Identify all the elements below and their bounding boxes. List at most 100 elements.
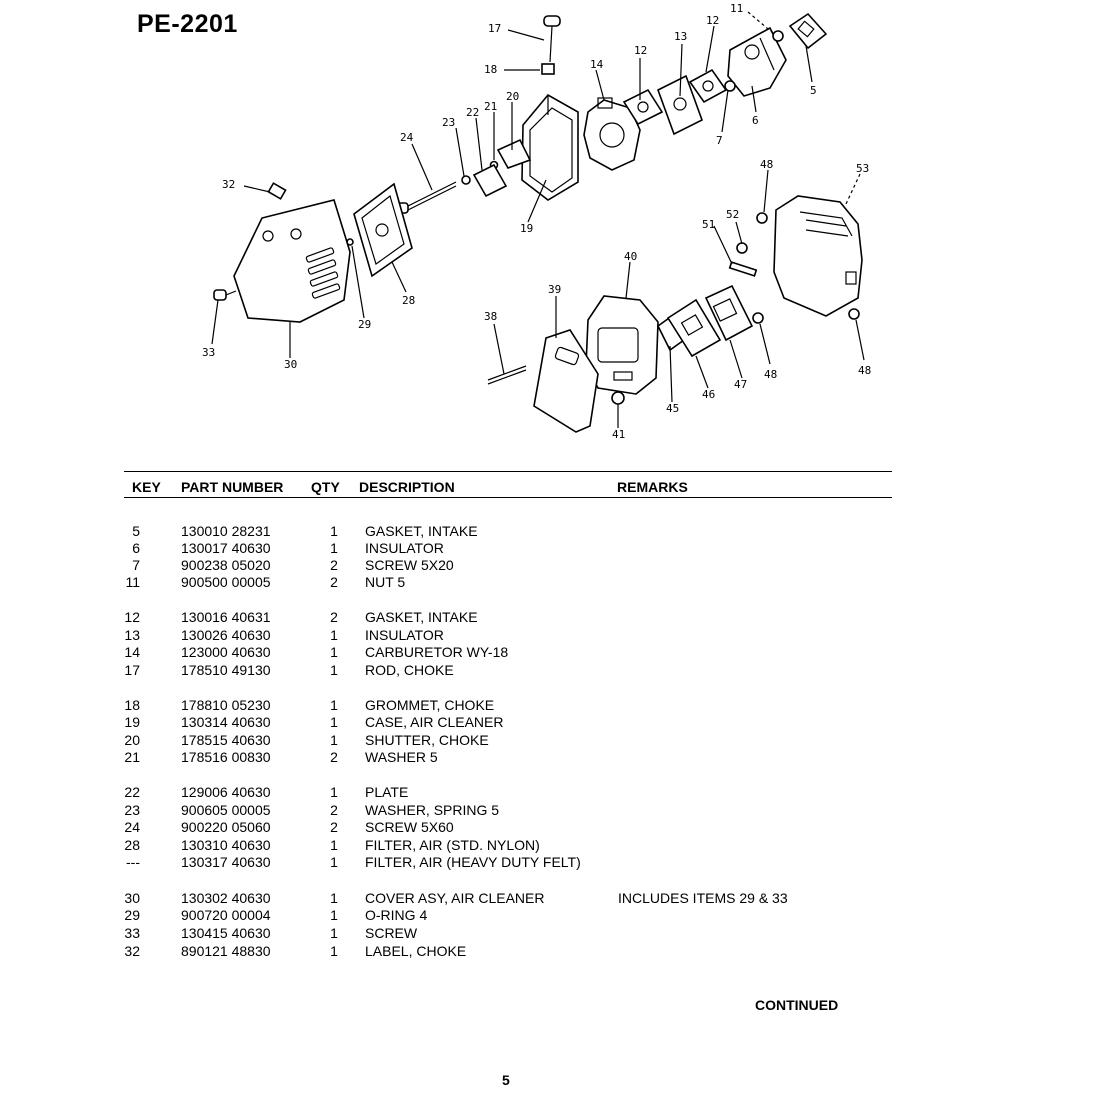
gasket-5-drawing <box>788 12 828 50</box>
cell-qty: 1 <box>330 732 338 748</box>
cell-part-number: 130314 40630 <box>181 714 271 730</box>
cell-description: GROMMET, CHOKE <box>365 697 495 713</box>
plate-47-drawing <box>704 284 754 342</box>
table-top-rule <box>124 471 892 472</box>
cell-qty: 1 <box>330 627 338 643</box>
cell-part-number: 178810 05230 <box>181 697 271 713</box>
callout-label: 41 <box>612 428 625 441</box>
cell-key: 22 <box>124 784 140 800</box>
cell-description: SHUTTER, CHOKE <box>365 732 489 748</box>
cell-part-number: 900238 05020 <box>181 557 271 573</box>
cell-key: 11 <box>125 574 140 590</box>
cell-key: 18 <box>124 697 140 713</box>
air-filter-28-drawing <box>353 182 413 278</box>
callout-label: 6 <box>752 114 759 127</box>
cell-description: SCREW 5X60 <box>365 819 454 835</box>
cell-qty: 1 <box>330 890 338 906</box>
cell-key: 17 <box>124 662 140 678</box>
callout-label: 20 <box>506 90 519 103</box>
cell-key: 28 <box>124 837 140 853</box>
screw-33-drawing <box>213 289 237 301</box>
cell-description: INSULATOR <box>365 627 444 643</box>
cell-description: WASHER, SPRING 5 <box>365 802 500 818</box>
callout-label: 38 <box>484 310 497 323</box>
callout-label: 32 <box>222 178 235 191</box>
cell-key: 24 <box>124 819 140 835</box>
table-header-rule <box>124 497 892 498</box>
cell-qty: 1 <box>330 523 338 539</box>
muffler-cover-39-drawing <box>533 329 599 433</box>
callout-label: 52 <box>726 208 739 221</box>
screw-7-drawing <box>724 80 736 92</box>
page-number: 5 <box>502 1072 510 1088</box>
callout-labels: 17 18 20 21 22 23 24 19 14 13 12 12 11 5… <box>202 2 871 441</box>
cell-part-number: 130310 40630 <box>181 837 271 853</box>
cell-key: 7 <box>132 557 140 573</box>
header-qty: QTY <box>311 479 340 495</box>
callout-label: 14 <box>590 58 604 71</box>
callout-label: 24 <box>400 131 414 144</box>
callout-label: 17 <box>488 22 501 35</box>
continued-label: CONTINUED <box>755 997 839 1013</box>
callout-label: 46 <box>702 388 715 401</box>
cell-description: O-RING 4 <box>365 907 428 923</box>
callout-label: 33 <box>202 346 215 359</box>
cell-qty: 1 <box>330 697 338 713</box>
cell-key: 19 <box>124 714 140 730</box>
callout-label: 13 <box>674 30 687 43</box>
page-title: PE-2201 <box>137 10 238 38</box>
callout-label: 28 <box>402 294 415 307</box>
callout-label: 7 <box>716 134 723 147</box>
cell-description: GASKET, INTAKE <box>365 523 478 539</box>
plate-22-drawing <box>472 163 508 198</box>
callout-label: 18 <box>484 63 497 76</box>
cell-description: CARBURETOR WY-18 <box>365 644 509 660</box>
callout-label: 21 <box>484 100 497 113</box>
nut-52-drawing <box>736 242 748 254</box>
table-row: 18 178810 05230 1 GROMMET, CHOKE <box>0 697 1100 714</box>
screw-48-middle-drawing <box>752 312 764 324</box>
callout-label: 12 <box>706 14 719 27</box>
cell-key: 23 <box>124 802 140 818</box>
cell-key: 14 <box>124 644 140 660</box>
callout-label: 19 <box>520 222 533 235</box>
cell-qty: 1 <box>330 943 338 959</box>
callout-label: 53 <box>856 162 869 175</box>
cell-part-number: 130016 40631 <box>181 609 271 625</box>
cell-part-number: 130302 40630 <box>181 890 271 906</box>
header-key: KEY <box>132 479 161 495</box>
cell-qty: 1 <box>330 714 338 730</box>
cell-key: --- <box>126 854 140 870</box>
callout-label: 48 <box>760 158 773 171</box>
gasket-12-upper-drawing <box>688 68 728 104</box>
gasket-46-drawing <box>666 298 722 358</box>
carburetor-drawing <box>583 97 641 171</box>
cell-part-number: 890121 48830 <box>181 943 271 959</box>
screw-48-upper-drawing <box>756 212 768 224</box>
cell-key: 13 <box>124 627 140 643</box>
cell-key: 32 <box>124 943 140 959</box>
cell-description: SCREW <box>365 925 418 941</box>
cell-description: FILTER, AIR (STD. NYLON) <box>365 837 540 853</box>
cell-qty: 1 <box>330 784 338 800</box>
cell-qty: 2 <box>330 802 338 818</box>
cell-part-number: 178516 00830 <box>181 749 271 765</box>
cell-qty: 1 <box>330 854 338 870</box>
cell-key: 20 <box>124 732 140 748</box>
header-part-number: PART NUMBER <box>181 479 284 495</box>
cell-remarks: INCLUDES ITEMS 29 & 33 <box>618 890 788 906</box>
cell-description: CASE, AIR CLEANER <box>365 714 504 730</box>
callout-label: 48 <box>764 368 777 381</box>
cell-key: 12 <box>124 609 140 625</box>
